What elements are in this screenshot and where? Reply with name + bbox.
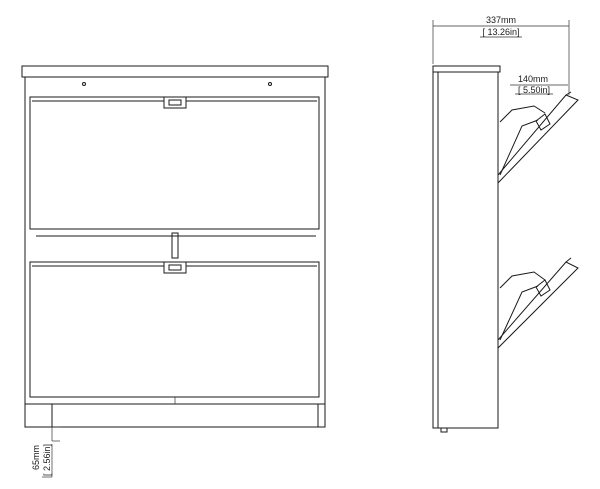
flap-dim-mm: 140mm [518,74,548,84]
upper-flap-hinge [535,113,551,131]
lower-handle [163,261,187,274]
upper-handle-grip [168,99,182,106]
screw-hole-right [268,82,272,86]
lower-flap-shoe-rack-inner [499,285,539,341]
leg-height-dimension: 65mm [ 2.56in] [31,426,60,478]
depth-dim-mm: 337mm [486,15,516,25]
side-top-board [432,65,501,73]
front-view [21,65,329,428]
front-top-board [21,65,329,78]
lower-flap-tip [565,257,572,263]
lower-flap-hinge [535,279,551,297]
upper-handle [163,96,187,109]
side-panel [437,71,499,429]
lower-flap-shoe-rack [499,271,546,289]
lower-flap [29,261,320,398]
flap-dim-in: [ 5.50in] [518,85,550,95]
leg-dim-in: [ 2.56in] [42,444,52,476]
middle-divider [171,232,179,259]
upper-flap-shoe-rack [499,105,546,123]
lower-handle-grip [168,264,182,271]
depth-dimension: 337mm [ 13.26in] [432,15,570,95]
side-back-panel [432,71,439,429]
leg-dim-mm: 65mm [31,445,41,470]
depth-dim-in: [ 13.26in] [482,27,519,37]
flap-dimension: 140mm [ 5.50in] [510,74,568,95]
upper-flap-shoe-rack-inner [499,119,539,176]
upper-flap [29,96,320,230]
front-body [24,76,326,428]
screw-hole-left [82,82,86,86]
side-view [432,65,579,433]
side-leg [440,427,448,433]
upper-flap-tip [565,91,572,96]
